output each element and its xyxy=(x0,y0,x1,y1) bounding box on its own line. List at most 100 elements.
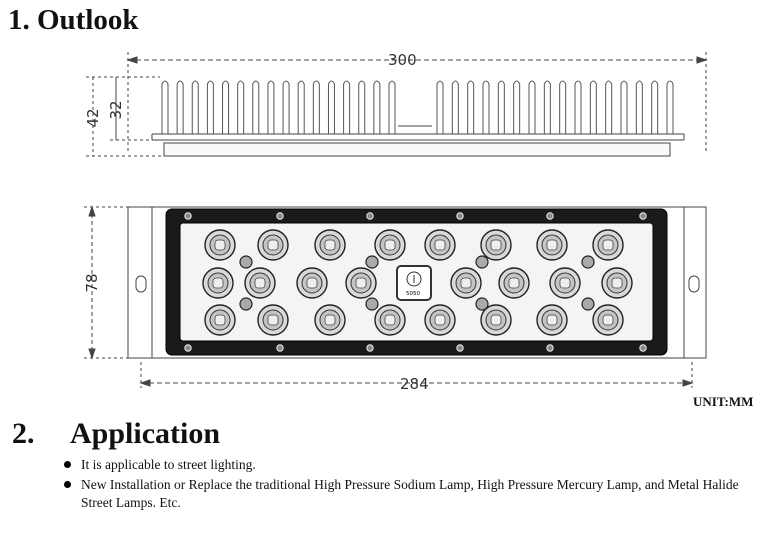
lens-post xyxy=(475,297,489,311)
led-chip xyxy=(508,277,520,289)
module-drawing: 300 42 32 5050 78 284 xyxy=(83,51,708,393)
side-view-labels: 300 42 32 xyxy=(84,51,417,128)
bullet-icon xyxy=(64,461,71,468)
heatsink-fin xyxy=(605,80,613,134)
heatsink-fin xyxy=(635,80,643,134)
lens-post xyxy=(239,255,253,269)
led-chip xyxy=(490,239,502,251)
screw-icon xyxy=(639,344,647,352)
screw-icon xyxy=(456,212,464,220)
heatsink-fin xyxy=(589,80,597,134)
section-outlook-heading: 1. Outlook xyxy=(8,4,139,36)
lens-post xyxy=(581,255,595,269)
led-chip xyxy=(324,239,336,251)
heatsink-fin xyxy=(343,80,351,134)
lens-post xyxy=(239,297,253,311)
section-application-heading: 2. Application xyxy=(12,417,220,451)
lens-post xyxy=(365,255,379,269)
heatsink-fin xyxy=(176,80,184,134)
screw-icon xyxy=(366,344,374,352)
side-view xyxy=(86,52,708,157)
dimension-length-label: 300 xyxy=(388,51,417,69)
dimension-width-label: 78 xyxy=(83,273,101,292)
heatsink-fin xyxy=(161,80,169,134)
heatsink-fin xyxy=(237,80,245,134)
screw-icon xyxy=(639,212,647,220)
led-chip xyxy=(434,314,446,326)
heatsink-fin xyxy=(312,80,320,134)
list-item: New Installation or Replace the traditio… xyxy=(64,476,754,512)
list-item: It is applicable to street lighting. xyxy=(64,456,754,474)
lens-array xyxy=(202,229,633,336)
led-chip xyxy=(384,239,396,251)
bullet-icon xyxy=(64,481,71,488)
heatsink-fin xyxy=(436,80,444,134)
heatsink-fin xyxy=(666,80,674,134)
heatsink-fin xyxy=(388,80,396,134)
heatsink-fin xyxy=(513,80,521,134)
screw-icon xyxy=(456,344,464,352)
dimension-height-fins-label: 32 xyxy=(107,100,125,119)
lens-posts xyxy=(239,255,595,311)
lens-post xyxy=(475,255,489,269)
lens-post xyxy=(581,297,595,311)
heatsink-fin xyxy=(282,80,290,134)
led-chip xyxy=(254,277,266,289)
screw-icon xyxy=(366,212,374,220)
heatsink-fin xyxy=(191,80,199,134)
lens-marking-text: 5050 xyxy=(406,291,420,297)
section-number: 2. xyxy=(12,417,35,450)
center-logo xyxy=(396,265,432,301)
heatsink-fin xyxy=(497,80,505,134)
screw-icon xyxy=(276,344,284,352)
dimension-pitch-label: 284 xyxy=(400,375,429,393)
dimension-height-total-label: 42 xyxy=(84,108,102,127)
heatsink-fin xyxy=(574,80,582,134)
heatsink-fin xyxy=(528,80,536,134)
unit-label: UNIT:MM xyxy=(693,394,754,409)
screw-icon xyxy=(546,212,554,220)
screw-icon xyxy=(184,212,192,220)
heatsink-fins xyxy=(161,80,674,134)
screw-icon xyxy=(546,344,554,352)
screw-icon xyxy=(184,344,192,352)
heatsink-fin xyxy=(651,80,659,134)
led-chip xyxy=(546,314,558,326)
heatsink-fin xyxy=(373,80,381,134)
screw-icon xyxy=(276,212,284,220)
led-chip xyxy=(434,239,446,251)
led-chip xyxy=(546,239,558,251)
application-list: It is applicable to street lighting. New… xyxy=(64,456,754,514)
heatsink-fin xyxy=(467,80,475,134)
heatsink-fin xyxy=(327,80,335,134)
led-chip xyxy=(384,314,396,326)
led-chip xyxy=(602,314,614,326)
heatsink-fin xyxy=(267,80,275,134)
lens-post xyxy=(365,297,379,311)
led-chip xyxy=(267,239,279,251)
section-title: Application xyxy=(70,417,221,450)
led-chip xyxy=(460,277,472,289)
heatsink-fin xyxy=(559,80,567,134)
led-chip xyxy=(355,277,367,289)
heatsink-fin xyxy=(297,80,305,134)
led-chip xyxy=(214,239,226,251)
led-chip xyxy=(212,277,224,289)
heatsink-fin xyxy=(451,80,459,134)
led-chip xyxy=(602,239,614,251)
led-chip xyxy=(214,314,226,326)
heatsink-fin xyxy=(543,80,551,134)
frame-screws xyxy=(184,212,647,352)
heatsink-fin xyxy=(482,80,490,134)
led-chip xyxy=(267,314,279,326)
led-chip xyxy=(490,314,502,326)
led-chip xyxy=(324,314,336,326)
heatsink-fin xyxy=(358,80,366,134)
heatsink-fin xyxy=(206,80,214,134)
led-chip xyxy=(306,277,318,289)
led-chip xyxy=(559,277,571,289)
heatsink-fin xyxy=(222,80,230,134)
led-chip xyxy=(611,277,623,289)
heatsink-fin xyxy=(620,80,628,134)
heatsink-fin xyxy=(252,80,260,134)
